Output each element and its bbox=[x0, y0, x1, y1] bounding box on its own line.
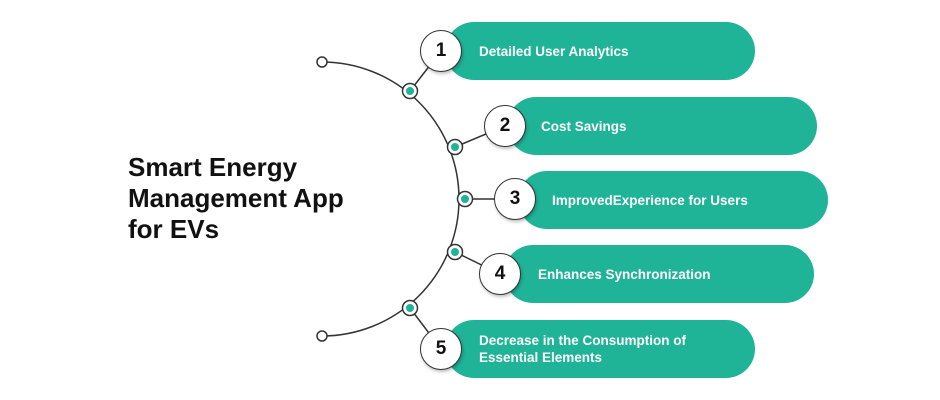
start-endpoint bbox=[316, 56, 328, 68]
end-endpoint bbox=[316, 330, 328, 342]
node-markers bbox=[401, 82, 474, 317]
node-4 bbox=[446, 243, 464, 261]
node-2 bbox=[446, 138, 464, 156]
node-1 bbox=[401, 82, 419, 100]
node-3 bbox=[456, 190, 474, 208]
item-pill-4: Enhances Synchronization bbox=[504, 245, 814, 303]
item-pill-5: Decrease in the Consumption of Essential… bbox=[445, 320, 755, 378]
item-pill-3: ImprovedExperience for Users bbox=[518, 171, 828, 229]
title-line: Smart Energy bbox=[128, 152, 298, 182]
number-badge-4: 4 bbox=[479, 253, 521, 295]
item-pill-2: Cost Savings bbox=[507, 97, 817, 155]
number-badge-2: 2 bbox=[484, 105, 526, 147]
item-label: Detailed User Analytics bbox=[479, 43, 629, 59]
diagram-title: Smart Energy Management App for EVs bbox=[128, 152, 344, 245]
item-label: Cost Savings bbox=[541, 118, 627, 134]
title-line: for EVs bbox=[128, 214, 220, 244]
node-5 bbox=[401, 299, 419, 317]
title-line: Management App bbox=[128, 183, 344, 213]
item-label: Enhances Synchronization bbox=[538, 266, 711, 282]
item-pill-1: Detailed User Analytics bbox=[445, 22, 755, 80]
number-badge-3: 3 bbox=[494, 178, 536, 220]
number-badge-1: 1 bbox=[420, 30, 462, 72]
number-badge-5: 5 bbox=[420, 328, 462, 370]
item-label: ImprovedExperience for Users bbox=[552, 192, 748, 208]
item-label: Decrease in the Consumption of Essential… bbox=[479, 333, 687, 365]
